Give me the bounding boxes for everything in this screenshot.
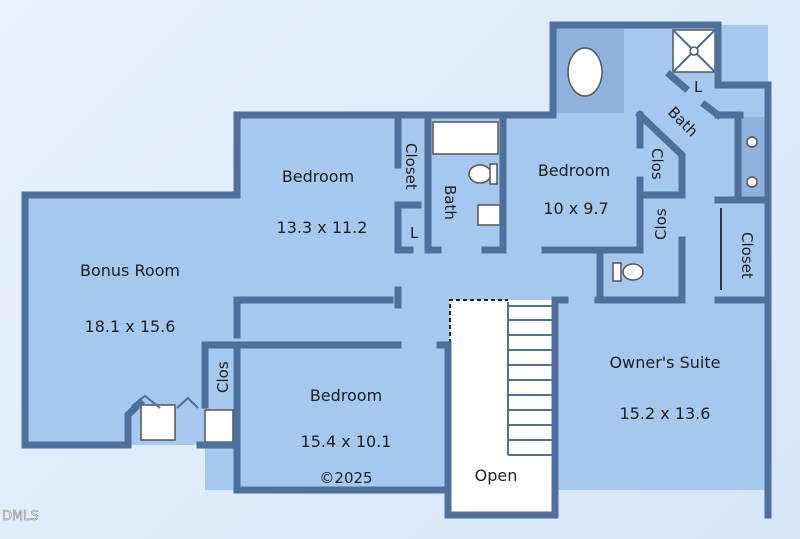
bedroom-bottom-name: Bedroom	[310, 386, 382, 405]
shower-drain-icon	[689, 46, 699, 56]
open-label: Open	[475, 466, 518, 485]
bonus-room-name: Bonus Room	[80, 261, 180, 280]
toilet-icon	[622, 263, 644, 281]
bedroom-left-name: Bedroom	[282, 167, 354, 186]
sink-icon	[477, 204, 501, 226]
toilet-tank-icon	[489, 163, 498, 185]
owners-suite-name: Owner's Suite	[610, 353, 721, 372]
toilet-icon	[468, 164, 492, 184]
owners-suite-area	[555, 300, 768, 490]
vanity-counter	[740, 117, 766, 202]
closet-right-label: Closet	[738, 232, 756, 279]
clos-mid-upper-label: Clos	[648, 148, 666, 180]
hall-bath-label: Bath	[441, 185, 459, 220]
owners-suite-size: 15.2 x 13.6	[620, 404, 711, 423]
clos-bonus-label: Clos	[214, 361, 232, 393]
washer-icon	[140, 404, 176, 441]
linen-bath-label: L	[694, 78, 703, 96]
room-fills	[25, 25, 768, 515]
bonus-room-size: 18.1 x 15.6	[85, 317, 176, 336]
bedroom-left-size: 13.3 x 11.2	[277, 218, 368, 237]
labels: Bonus Room 18.1 x 15.6 Bedroom 13.3 x 11…	[2, 78, 756, 524]
dryer-icon	[204, 409, 234, 443]
bedroom-mid-name: Bedroom	[538, 161, 610, 180]
bedroom-bottom-size: 15.4 x 10.1	[301, 432, 392, 451]
bedroom-mid-size: 10 x 9.7	[543, 199, 608, 218]
closet-left-label: Closet	[402, 143, 420, 190]
watermark: DMLS	[2, 509, 39, 524]
linen-left-label: L	[410, 224, 419, 242]
walls	[21, 21, 772, 519]
soaking-tub-icon	[567, 47, 603, 97]
toilet-tank-icon	[612, 262, 622, 282]
bathtub-icon	[432, 121, 499, 155]
clos-mid-lower-label: Clos	[652, 208, 670, 240]
bedroom-bottom-area	[205, 345, 448, 490]
copyright: ©2025	[319, 469, 372, 487]
sink-icon	[746, 176, 758, 188]
sink-icon	[746, 136, 758, 148]
fixtures	[131, 29, 758, 443]
tub-step	[610, 28, 624, 113]
